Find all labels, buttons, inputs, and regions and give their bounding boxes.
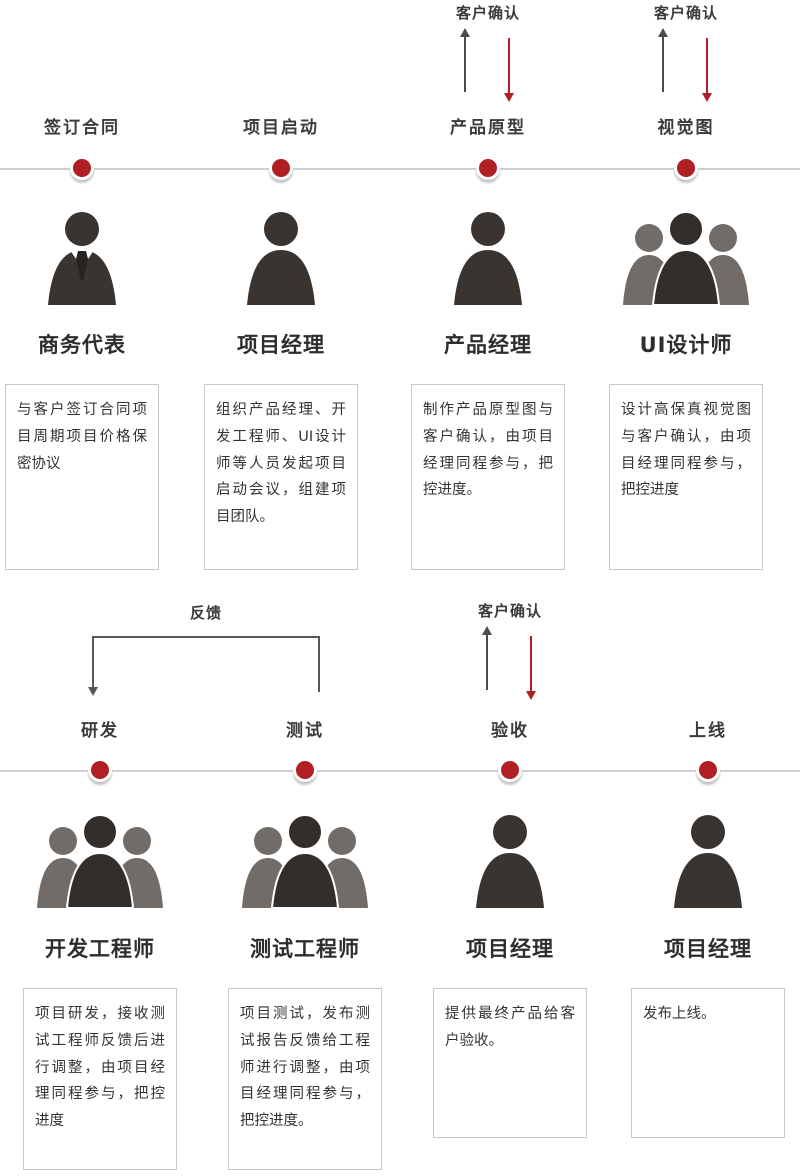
person-icon [201, 205, 361, 309]
role-label: 商务代表 [38, 333, 126, 357]
role-label: 产品经理 [444, 333, 532, 357]
person-icon [430, 808, 590, 912]
phase-2: 反馈 客户确认 研发 [0, 598, 800, 1176]
down-arrow-icon [504, 38, 514, 102]
description-box: 项目研发，接收测试工程师反馈后进行调整，由项目经理同程参与，把控进度 [23, 988, 177, 1170]
team-icon [225, 808, 385, 912]
customer-confirm-annotation: 客户确认 [428, 2, 548, 102]
stage-label: 项目启动 [243, 118, 319, 138]
customer-confirm-label: 客户确认 [653, 4, 718, 22]
stage-label: 测试 [286, 721, 324, 741]
timeline-node [476, 156, 500, 180]
feedback-annotation: 反馈 [88, 602, 320, 702]
customer-confirm-label: 客户确认 [455, 4, 520, 22]
down-arrow-icon [702, 38, 712, 102]
role-label: 项目经理 [664, 937, 752, 961]
stage-label: 验收 [491, 721, 529, 741]
process-step-sign-contract: 签订合同 商务代表 与客户签订合同项目周期项目价格保密协议 [0, 0, 182, 598]
description-box: 项目测试，发布测试报告反馈给工程师进行调整，由项目经理同程参与，把控进度。 [228, 988, 382, 1170]
process-step-development: 研发 开发工程师 项目研发，接收测试工程师反馈后进行调 [0, 598, 200, 1176]
down-arrow-icon [526, 636, 536, 700]
up-arrow-icon [658, 28, 668, 92]
process-step-acceptance: 验收 项目经理 提供最终产品给客户验收。 [410, 598, 610, 1176]
stage-label: 研发 [81, 721, 119, 741]
customer-confirm-label: 客户确认 [477, 602, 542, 620]
process-step-prototype: 产品原型 产品经理 制作产品原型图与客户确认，由项目经理同程参与，把控进度。 [388, 0, 588, 598]
timeline-node [674, 156, 698, 180]
person-icon [628, 808, 788, 912]
feedback-label: 反馈 [189, 604, 222, 622]
team-icon [606, 205, 766, 309]
description-box: 组织产品经理、开发工程师、UI设计师等人员发起项目启动会议，组建项目团队。 [204, 384, 358, 570]
customer-confirm-annotation: 客户确认 [450, 600, 570, 700]
timeline-node [293, 758, 317, 782]
timeline-node [498, 758, 522, 782]
up-arrow-icon [460, 28, 470, 92]
timeline-node [70, 156, 94, 180]
stage-label: 视觉图 [657, 118, 715, 138]
process-step-testing: 测试 测试工程师 项目测试，发布测试报告反馈给工程师进 [205, 598, 405, 1176]
description-box: 发布上线。 [631, 988, 785, 1138]
description-box: 提供最终产品给客户验收。 [433, 988, 587, 1138]
person-icon [408, 205, 568, 309]
timeline-node [269, 156, 293, 180]
role-label: 测试工程师 [250, 937, 360, 961]
role-label: 项目经理 [466, 937, 554, 961]
team-icon [20, 808, 180, 912]
up-arrow-icon [482, 626, 492, 690]
role-label: UI设计师 [639, 333, 733, 357]
customer-confirm-annotation: 客户确认 [626, 2, 746, 102]
stage-label: 签订合同 [44, 118, 120, 138]
stage-label: 产品原型 [450, 118, 526, 138]
process-step-visual: 视觉图 UI设计师 设计高保真视觉图与客户确认，由项目 [586, 0, 786, 598]
description-box: 制作产品原型图与客户确认，由项目经理同程参与，把控进度。 [411, 384, 565, 570]
process-step-kickoff: 项目启动 项目经理 组织产品经理、开发工程师、UI设计师等人员发起项目启动会议，… [181, 0, 381, 598]
feedback-arrow [88, 636, 320, 696]
description-box: 与客户签订合同项目周期项目价格保密协议 [5, 384, 159, 570]
timeline [0, 770, 800, 772]
description-box: 设计高保真视觉图与客户确认，由项目经理同程参与，把控进度 [609, 384, 763, 570]
phase-1: 客户确认 客户确认 签订合同 商务代表 与客户签订合同项目周期项目价 [0, 0, 800, 598]
timeline-node [88, 758, 112, 782]
role-label: 开发工程师 [45, 937, 155, 961]
role-label: 项目经理 [237, 333, 325, 357]
stage-label: 上线 [689, 721, 727, 741]
timeline [0, 168, 800, 170]
process-step-launch: 上线 项目经理 发布上线。 [608, 598, 800, 1176]
person-tie-icon [2, 205, 162, 309]
timeline-node [696, 758, 720, 782]
